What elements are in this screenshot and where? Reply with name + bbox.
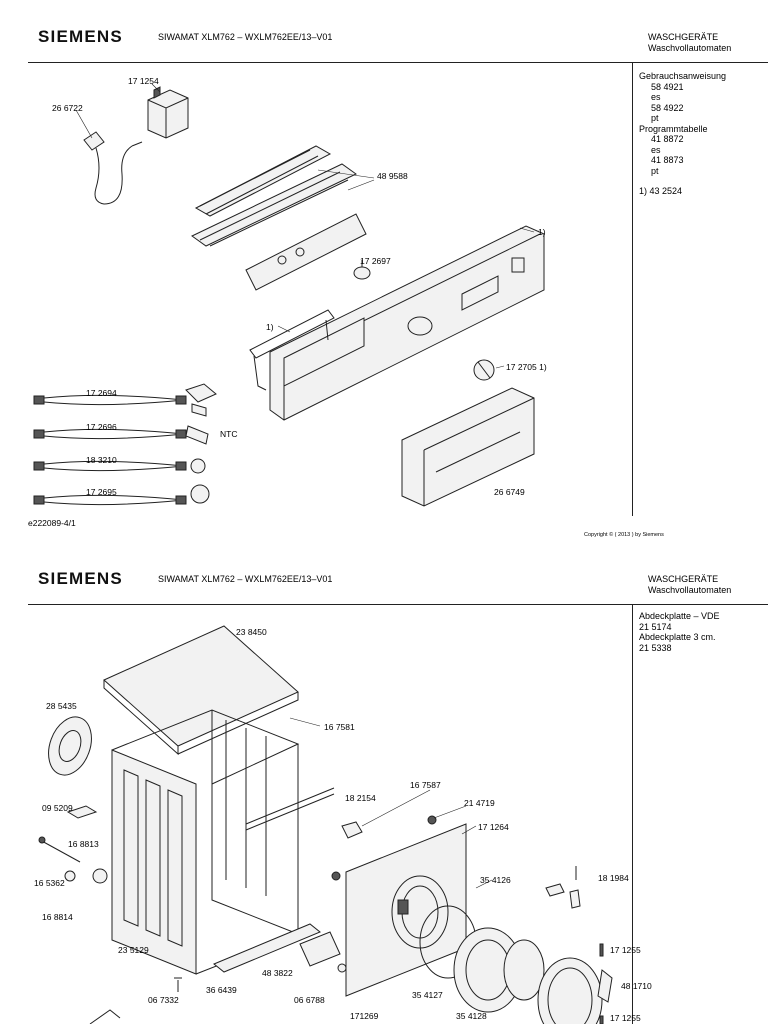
side-note: pt — [651, 113, 659, 123]
part-number-label: 17 2697 — [360, 256, 391, 266]
side-note: es — [651, 92, 661, 102]
part-number-label: 16 7587 — [410, 780, 441, 790]
side-note: pt — [651, 165, 659, 176]
power-cord-drawing — [75, 109, 143, 205]
exploded-view-control-panel — [33, 83, 545, 507]
seal-drawing — [249, 309, 335, 391]
top-cover-drawing — [103, 625, 299, 756]
harness-3 — [33, 458, 206, 474]
side-note: 1) 43 2524 — [639, 186, 683, 196]
part-number-label: 21 4719 — [464, 798, 495, 808]
part-number-label: 16 7581 — [324, 722, 355, 732]
model-title: SIWAMAT XLM762 – WXLM762EE/13–V01 — [158, 32, 333, 42]
side-note: 21 5174 — [639, 621, 672, 632]
part-number-label: 16 8813 — [68, 839, 99, 849]
front-panel-drawing — [331, 789, 477, 997]
control-panel-drawing — [269, 225, 545, 421]
part-number-label: 17 1254 — [128, 76, 159, 86]
model-title: SIWAMAT XLM762 – WXLM762EE/13–V01 — [158, 574, 333, 584]
side-note: 41 8873 — [651, 155, 684, 165]
part-number-label: 18 3210 — [86, 455, 117, 465]
header-divider — [28, 604, 768, 605]
drawer-handle-drawing — [401, 387, 535, 507]
copyright: Copyright © ( 2013 ) by Siemens — [584, 532, 664, 538]
header-divider — [28, 62, 768, 63]
footnote-marker: 1) — [266, 322, 274, 332]
part-number-label: 36 6439 — [206, 985, 237, 995]
category-line1: WASCHGERÄTE — [648, 32, 719, 42]
side-note — [639, 176, 764, 186]
part-number-label: 17 2695 — [86, 487, 117, 497]
door-hinge-drawing — [545, 866, 613, 1024]
side-note: Abdeckplatte 3 cm. — [639, 632, 716, 642]
category-block: WASCHGERÄTE Waschvollautomaten — [648, 32, 731, 54]
kickplate-drawing — [89, 923, 347, 1024]
door-drawing — [419, 879, 603, 1024]
part-number-label: 35 4127 — [412, 990, 443, 1000]
sidebar-divider — [632, 604, 633, 1024]
cabinet-drawing — [111, 709, 335, 975]
part-number-label: 35 4126 — [480, 875, 511, 885]
part-number-label: 16 5362 — [34, 878, 65, 888]
sidebar-divider — [632, 62, 633, 516]
part-number-label: 26 6749 — [494, 487, 525, 497]
selector-knob-drawing — [473, 359, 505, 381]
drawing-id: e222089-4/1 — [28, 518, 76, 528]
category-line2: Waschvollautomaten — [648, 43, 732, 53]
control-module-drawing — [191, 145, 375, 291]
part-number-label: 48 3822 — [262, 968, 293, 978]
side-note: Gebrauchsanweisung — [639, 71, 727, 81]
knob-drawing — [353, 260, 371, 280]
part-number-label: 23 8450 — [236, 627, 267, 637]
part-number-label: 06 7332 — [148, 995, 179, 1005]
suppressor-drawing — [147, 83, 189, 139]
harness-2 — [33, 425, 209, 445]
ntc-label: NTC — [220, 429, 238, 439]
side-note: Programmtabelle — [639, 123, 708, 134]
part-number-label: 17 1255 — [610, 1013, 641, 1023]
brand-logo: SIEMENS — [38, 569, 123, 588]
part-number-label: 09 5209 — [42, 803, 73, 813]
side-note: es — [651, 144, 661, 155]
side-notes: Abdeckplatte – VDE 21 5174 Abdeckplatte … — [639, 611, 764, 653]
part-number-label: 48 1710 — [621, 981, 652, 991]
side-note: 58 4922 — [651, 102, 684, 113]
brand-logo: SIEMENS — [38, 27, 123, 46]
part-number-label: 06 6788 — [294, 995, 325, 1005]
part-number-label: 48 9588 — [377, 171, 408, 181]
harness-drawings — [33, 383, 217, 506]
gasket-drawing — [48, 716, 92, 776]
part-number-label: 26 6722 — [52, 103, 83, 113]
harness-4 — [33, 484, 210, 506]
side-note: 58 4921 — [651, 81, 684, 92]
part-number-label: 17 1264 — [478, 822, 509, 832]
part-number-label: 17 2696 — [86, 422, 117, 432]
category-line1: WASCHGERÄTE — [648, 574, 719, 584]
side-note: 41 8872 — [651, 134, 684, 144]
part-number-label: 18 1984 — [598, 873, 629, 883]
part-number-label: 16 8814 — [42, 912, 73, 922]
category-block: WASCHGERÄTE Waschvollautomaten — [648, 574, 731, 596]
part-number-label: 28 5435 — [46, 701, 77, 711]
hinge-parts-drawing — [38, 805, 108, 884]
side-note: Abdeckplatte – VDE — [639, 611, 720, 621]
harness-1 — [33, 383, 217, 417]
exploded-view-cabinet — [38, 625, 613, 1024]
part-number-label: 171269 — [350, 1011, 379, 1021]
part-number-label: 17 2694 — [86, 388, 117, 398]
part-number-label: 17 2705 1) — [506, 362, 547, 372]
footnote-marker: 1) — [538, 227, 546, 237]
part-number-label: 17 1255 — [610, 945, 641, 955]
part-number-label: 35 4128 — [456, 1011, 487, 1021]
category-line2: Waschvollautomaten — [648, 585, 732, 595]
side-notes: Gebrauchsanweisung 58 4921 es 58 4922 pt… — [639, 71, 764, 197]
part-number-label: 23 5129 — [118, 945, 149, 955]
part-number-label: 18 2154 — [345, 793, 376, 803]
side-note: 21 5338 — [639, 642, 672, 653]
